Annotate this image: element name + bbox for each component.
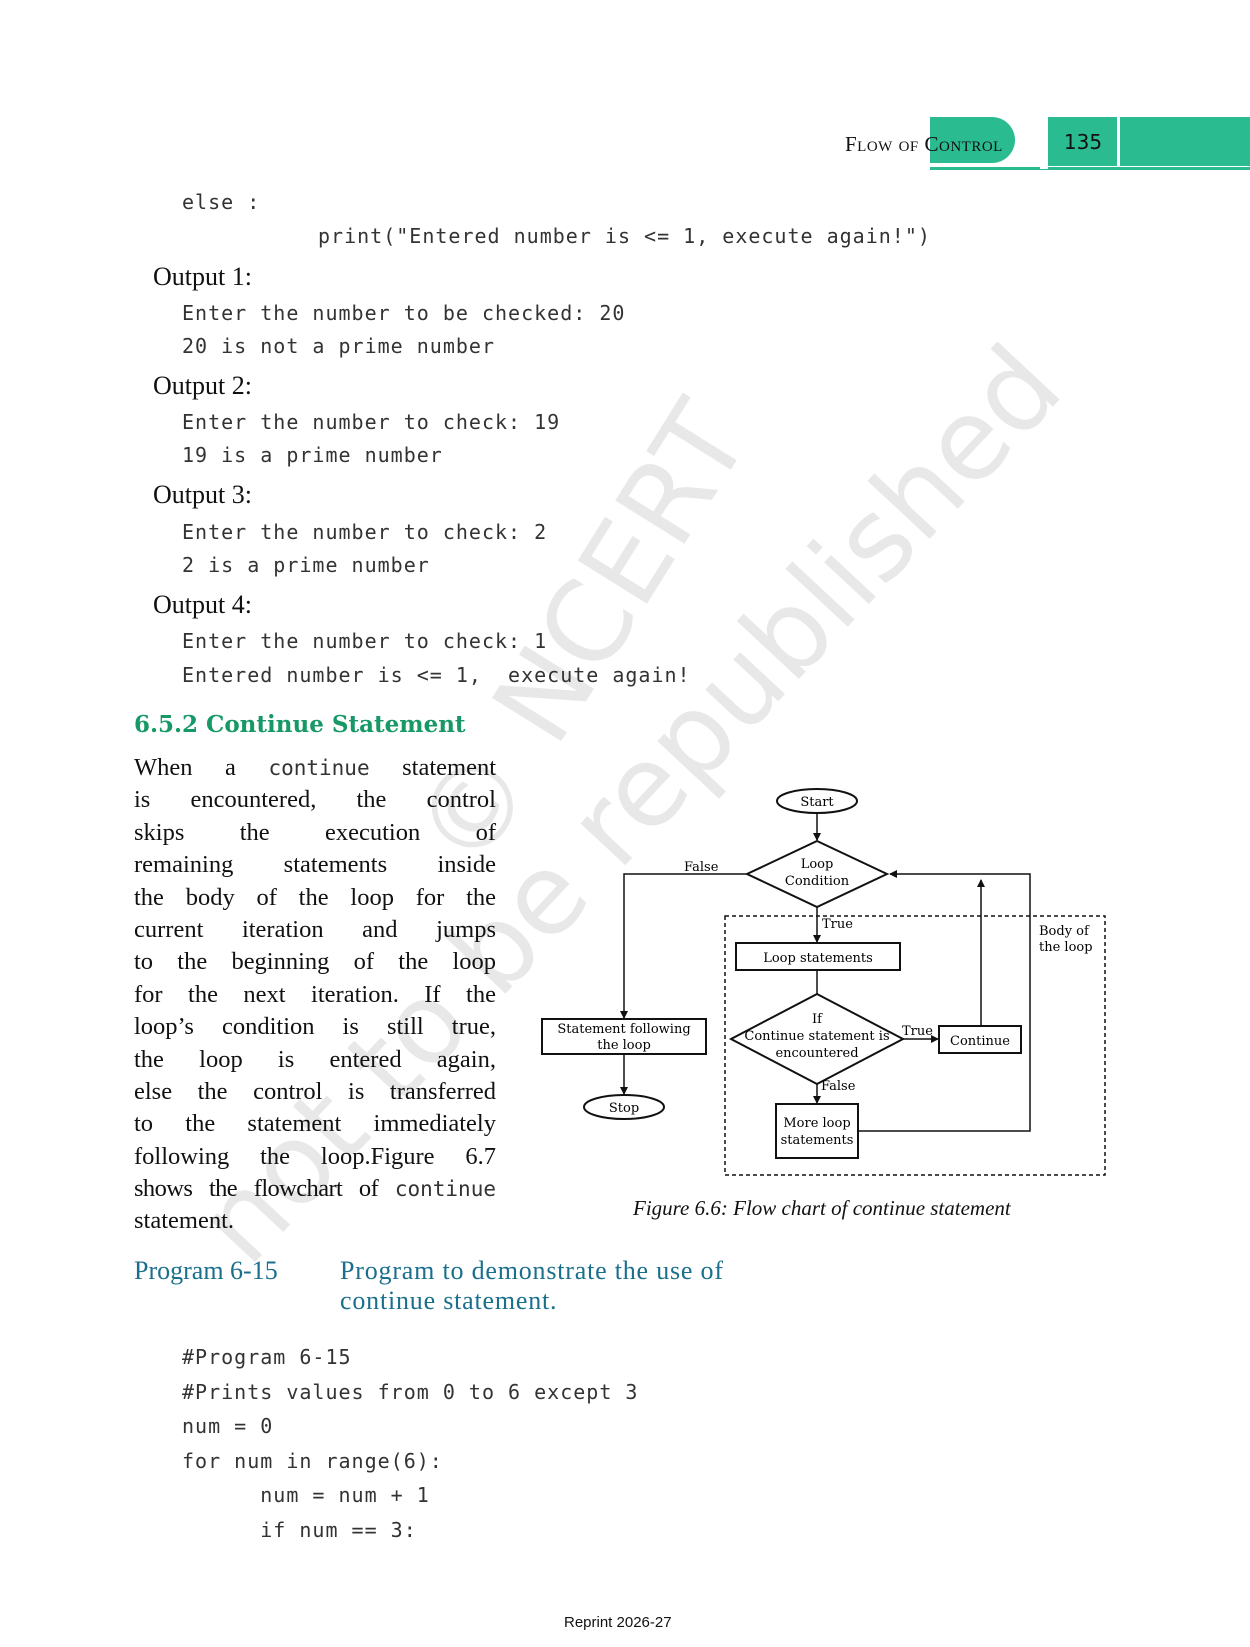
true-label: True <box>822 917 853 932</box>
output-2-heading: Output 2: <box>153 371 252 400</box>
output-1-heading: Output 1: <box>153 262 252 291</box>
stop-label: Stop <box>609 1101 639 1116</box>
condition-label-2: Condition <box>785 874 850 889</box>
following-label-1: Statement following <box>557 1022 690 1037</box>
program-code-line: #Prints values from 0 to 6 except 3 <box>182 1380 639 1404</box>
program-title-line-1: Program to demonstrate the use of <box>340 1256 724 1285</box>
loop-statements-label: Loop statements <box>763 951 873 966</box>
if-true-label: True <box>902 1024 933 1039</box>
paragraph-line: to the statement immediately <box>134 1110 496 1138</box>
if-label-3: encountered <box>775 1046 858 1061</box>
output-4-line-2: Entered number is <= 1, execute again! <box>182 663 691 687</box>
paragraph-line: for the next iteration. If the <box>134 980 496 1008</box>
output-1-line-2: 20 is not a prime number <box>182 334 495 358</box>
output-1-line-1: Enter the number to be checked: 20 <box>182 301 626 325</box>
figure-caption: Figure 6.6: Flow chart of continue state… <box>633 1196 1011 1220</box>
paragraph-line: the loop is entered again, <box>134 1045 496 1073</box>
header-accent-bar <box>930 117 1015 163</box>
header-divider <box>1117 117 1120 166</box>
paragraph-line: else the control is transferred <box>134 1077 496 1105</box>
paragraph-line: following the loop.Figure 6.7 <box>134 1142 496 1170</box>
false-label: False <box>684 860 719 875</box>
paragraph-line: is encountered, the control <box>134 786 496 814</box>
if-false-label: False <box>821 1079 856 1094</box>
output-3-line-1: Enter the number to check: 2 <box>182 520 548 544</box>
program-code-line: num = 0 <box>182 1414 274 1438</box>
statement-following-box <box>541 1018 707 1055</box>
if-label-1: If <box>812 1012 823 1027</box>
program-code-line: for num in range(6): <box>182 1449 443 1473</box>
header-page-tab <box>1048 117 1250 166</box>
code-print: print("Entered number is <= 1, execute a… <box>318 224 931 248</box>
more-label-1: More loop <box>783 1116 850 1131</box>
page-number: 135 <box>1063 130 1103 154</box>
output-2-line-2: 19 is a prime number <box>182 443 443 467</box>
continue-box <box>938 1025 1022 1054</box>
body-label-1: Body of <box>1039 924 1090 939</box>
program-code-line: num = num + 1 <box>182 1483 430 1507</box>
paragraph-line: to the beginning of the loop <box>134 948 496 976</box>
header-gap <box>1040 117 1048 169</box>
stop-terminal <box>583 1094 665 1120</box>
program-title-line-2: continue statement. <box>340 1286 558 1315</box>
start-label: Start <box>800 795 834 810</box>
loop-back-line <box>858 870 1031 1132</box>
output-3-heading: Output 3: <box>153 480 252 509</box>
following-label-2: the loop <box>597 1038 651 1053</box>
paragraph-line: skips the execution of <box>134 818 496 846</box>
flowchart: Start Loop Condition False True Loop sta… <box>541 788 1106 1176</box>
output-4-heading: Output 4: <box>153 590 252 619</box>
if-label-2: Continue statement is <box>744 1029 889 1044</box>
program-code-line: #Program 6-15 <box>182 1345 352 1369</box>
paragraph-line: shows the flowchart of continue <box>134 1175 496 1203</box>
output-3-line-2: 2 is a prime number <box>182 553 430 577</box>
header-underline <box>930 167 1250 170</box>
more-loop-statements-box <box>775 1103 859 1159</box>
paragraph-line: statement. <box>134 1207 235 1235</box>
program-code-line: if num == 3: <box>182 1518 417 1542</box>
section-heading: 6.5.2 Continue Statement <box>134 711 466 738</box>
paragraph-line: loop’s condition is still true, <box>134 1013 496 1041</box>
paragraph-line: the body of the loop for the <box>134 883 496 911</box>
condition-label-1: Loop <box>801 857 834 872</box>
body-label-2: the loop <box>1039 940 1093 955</box>
false-branch-line <box>620 873 747 1019</box>
continue-label: Continue <box>950 1034 1010 1049</box>
chapter-title: Flow of Control <box>845 132 1003 156</box>
section-paragraph: When a continue statement is encountered… <box>134 752 496 1238</box>
output-4-line-1: Enter the number to check: 1 <box>182 629 548 653</box>
program-label: Program 6-15 <box>134 1256 278 1285</box>
paragraph-line: current iteration and jumps <box>134 915 496 943</box>
loop-statements-box <box>735 942 901 971</box>
more-label-2: statements <box>781 1133 854 1148</box>
reprint-footer: Reprint 2026-27 <box>564 1614 672 1631</box>
code-else: else : <box>182 190 261 214</box>
output-2-line-1: Enter the number to check: 19 <box>182 410 561 434</box>
body-of-loop-boundary <box>724 915 1106 1176</box>
paragraph-line: When a continue statement <box>134 754 497 781</box>
paragraph-line: remaining statements inside <box>134 851 496 879</box>
